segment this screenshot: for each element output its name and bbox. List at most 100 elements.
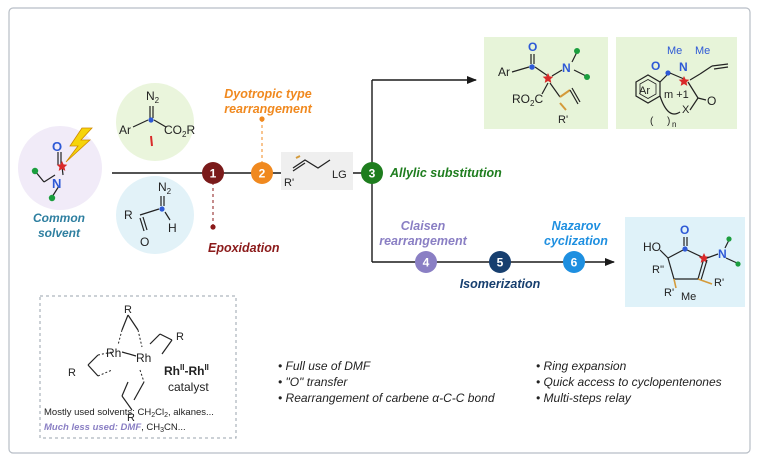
bullets-left: • Full use of DMF • "O" transfer • Rearr… — [278, 359, 495, 405]
catalyst-rh2: Rh — [136, 351, 151, 365]
product-2-paren-close: ) — [667, 116, 670, 127]
bullet-right-3: • Multi-steps relay — [536, 391, 632, 405]
step-3: 3 — [361, 162, 383, 184]
step-3-circle — [361, 162, 383, 184]
product-3-me: Me — [681, 291, 696, 303]
product-2-me1: Me — [667, 45, 682, 57]
dmf-nitrogen: N — [52, 176, 61, 191]
product-3-ho: HO — [643, 240, 661, 254]
step-5-number: 5 — [497, 256, 504, 270]
common-solvent-line1: Common — [33, 211, 85, 225]
diazo-aldehyde-molecule: N2 R O H — [116, 176, 194, 254]
methyl-dot — [31, 167, 39, 175]
step-2-number: 2 — [259, 167, 266, 181]
catalyst-panel: R R R R Rh Rh RhII-RhII catalyst Mostly … — [39, 295, 237, 439]
product-1-r-prime: R' — [558, 114, 568, 126]
catalyst-r-right: R — [176, 331, 184, 343]
red-star-icon — [56, 161, 68, 171]
product-3-r-prime-right: R' — [714, 277, 724, 289]
red-star-icon — [678, 76, 690, 86]
label-dyotropic-line2: rearrangement — [224, 102, 312, 116]
bullet-left-1: • Full use of DMF — [278, 359, 371, 373]
catalyst-r-top: R — [124, 304, 132, 316]
reagent-lg: LG — [332, 169, 347, 181]
lightning-icon — [65, 127, 93, 163]
label-isomerization: Isomerization — [460, 277, 541, 291]
dmf-oxygen: O — [52, 139, 62, 154]
step-4-number: 4 — [423, 256, 430, 270]
product-1-box — [484, 37, 608, 129]
step-1: 1 — [202, 162, 224, 184]
product-3-o: O — [680, 223, 689, 237]
step-3-number: 3 — [369, 167, 376, 181]
step-1-circle — [202, 162, 224, 184]
diazo-bottom-o: O — [140, 235, 149, 249]
product-2: Me Me N O O Ar m +1 X ( ) n — [616, 37, 737, 129]
product-2-ar: Ar — [639, 85, 650, 97]
diazo-aldehyde-bubble — [116, 176, 194, 254]
product-2-o2: O — [707, 94, 716, 108]
product-2-ring-size: m +1 — [664, 89, 689, 101]
label-claisen-line1: Claisen — [401, 219, 446, 233]
step-5-circle — [489, 251, 511, 273]
label-dyotropic-line1: Dyotropic type — [224, 87, 312, 101]
common-solvent-line2: solvent — [38, 226, 81, 240]
product-3-box — [625, 217, 745, 307]
dmf-molecule: O N Common solvent — [18, 126, 102, 240]
product-1-n: N — [562, 61, 571, 75]
product-2-n: N — [679, 60, 688, 74]
bullet-left-3: • Rearrangement of carbene α-C-C bond — [278, 391, 495, 405]
product-2-me2: Me — [695, 45, 710, 57]
diazo-ester-bubble — [116, 83, 194, 161]
bullets-right: • Ring expansion • Quick access to cyclo… — [536, 359, 722, 405]
catalyst-solvents-line2: Much less used: DMF, CH3CN... — [44, 422, 186, 434]
label-claisen-line2: rearrangement — [379, 234, 467, 248]
bullet-left-2: • "O" transfer — [278, 375, 348, 389]
product-1-ar: Ar — [498, 65, 510, 79]
reagent-r-prime: R' — [284, 177, 294, 189]
product-1-o: O — [528, 40, 537, 54]
product-3-r-prime-left: R' — [664, 287, 674, 299]
step-1-number: 1 — [210, 167, 217, 181]
red-star-icon — [542, 73, 554, 83]
diazo-bottom-r: R — [124, 208, 133, 222]
step-4: 4 — [415, 251, 437, 273]
product-2-o1: O — [651, 59, 660, 73]
diazo-bottom-h: H — [168, 221, 177, 235]
diazo-top-ar: Ar — [119, 123, 131, 137]
label-epoxidation: Epoxidation — [208, 241, 280, 255]
step-2-circle — [251, 162, 273, 184]
product-1: O Ar N RO2C R' — [484, 37, 608, 129]
label-nazarov-line1: Nazarov — [552, 219, 602, 233]
diazo-ester-molecule: N2 Ar CO2R — [116, 83, 195, 161]
product-3-r-double-prime: R'' — [652, 264, 664, 276]
diazo-top-co2r: CO2R — [164, 123, 195, 139]
catalyst-solvents-line1: Mostly used solvents: CH2Cl2, alkanes... — [44, 407, 214, 419]
catalyst-word: catalyst — [168, 380, 209, 394]
catalyst-r-left: R — [68, 367, 76, 379]
label-allylic-substitution: Allylic substitution — [389, 166, 502, 180]
step-6: 6 — [563, 251, 585, 273]
catalyst-rh-rh-label: RhII-RhII — [164, 363, 209, 378]
step-5: 5 — [489, 251, 511, 273]
step-2: 2 — [251, 162, 273, 184]
label-nazarov-line2: cyclization — [544, 234, 608, 248]
step-6-circle — [563, 251, 585, 273]
step-4-circle — [415, 251, 437, 273]
product-2-paren: ( — [650, 116, 654, 127]
product-3: O HO N R'' R' R' Me — [625, 217, 745, 307]
catalyst-rh1: Rh — [106, 346, 121, 360]
catalyst-r-bottom: R — [127, 412, 135, 424]
allyl-reagent: R' LG — [281, 152, 353, 190]
product-2-n-sub: n — [672, 120, 676, 129]
bullet-right-2: • Quick access to cyclopentenones — [536, 375, 722, 389]
bullet-right-1: • Ring expansion — [536, 359, 627, 373]
catalyst-box — [39, 295, 237, 439]
methyl-dot — [48, 194, 56, 202]
product-2-x: X — [682, 104, 690, 116]
product-3-n: N — [718, 247, 727, 261]
step-6-number: 6 — [571, 256, 578, 270]
product-1-ro2c: RO2C — [512, 92, 543, 108]
